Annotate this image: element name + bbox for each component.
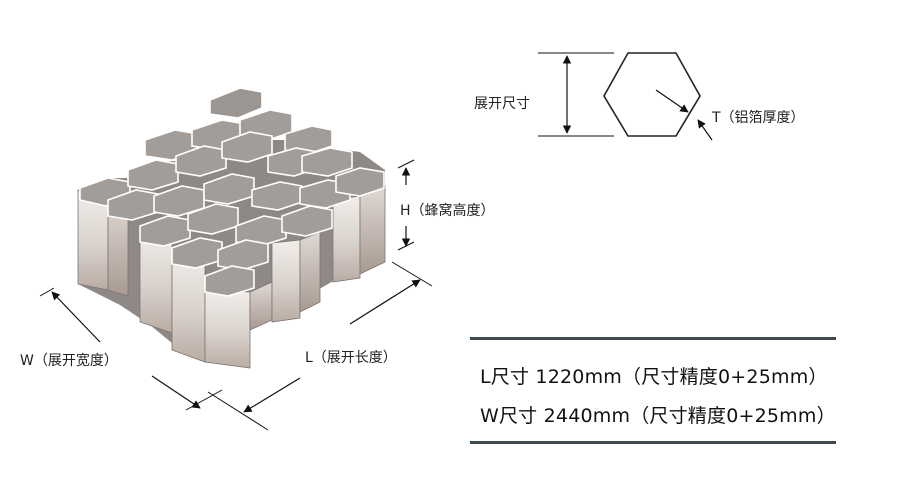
hexagon-detail (538, 52, 713, 141)
width-dimension (39, 287, 223, 411)
honeycomb-block (77, 87, 386, 369)
thickness-label: T（铝箔厚度） (711, 110, 805, 126)
length-label: L（展开长度） (305, 350, 397, 366)
height-label: H（蜂窝高度） (400, 202, 495, 219)
width-label: W（展开宽度） (20, 352, 118, 369)
spec-bottom-divider (470, 441, 836, 444)
height-dimension (397, 159, 415, 251)
spec-l-size: L尺寸 1220mm（尺寸精度0+25mm） (480, 366, 828, 388)
expand-size-label: 展开尺寸 (474, 96, 530, 112)
spec-w-size: W尺寸 2440mm（尺寸精度0+25mm） (480, 405, 836, 427)
length-dimension (207, 261, 433, 431)
spec-top-divider (470, 337, 836, 340)
